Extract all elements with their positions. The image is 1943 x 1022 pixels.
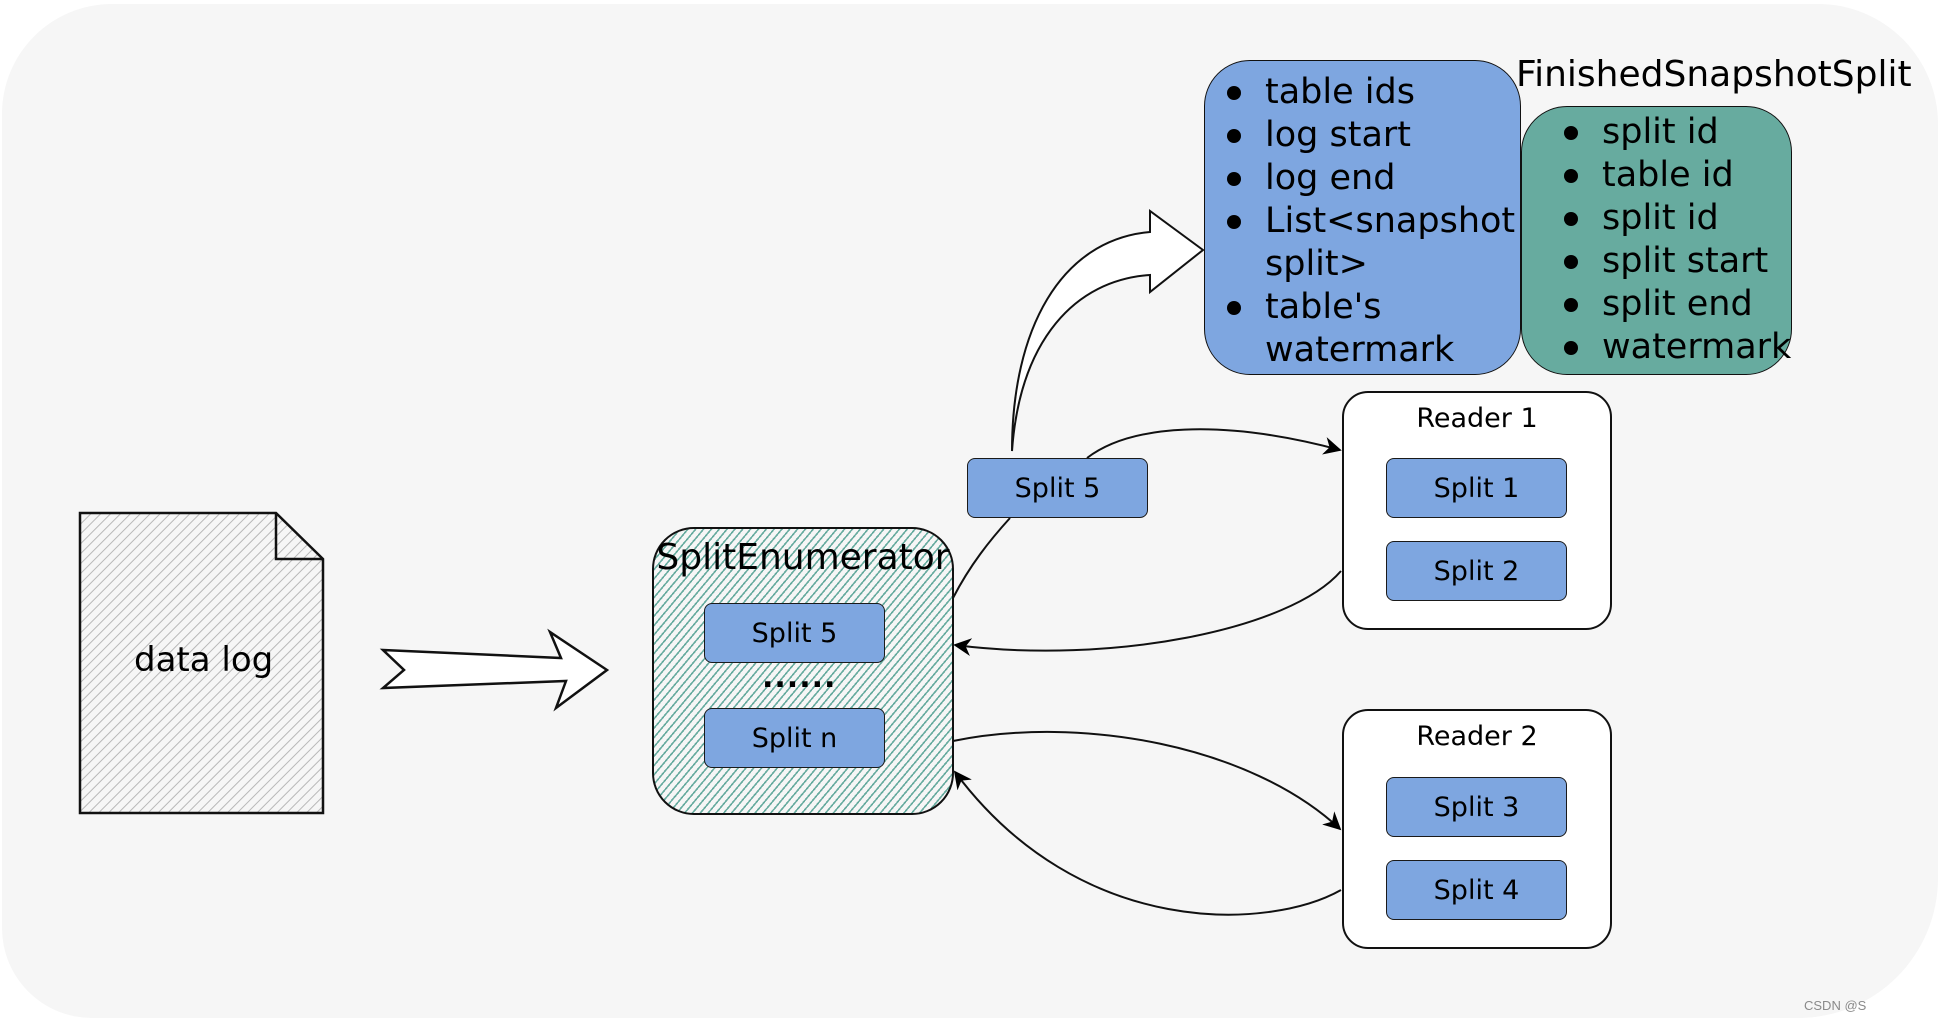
- field-item: log end: [1205, 157, 1505, 200]
- field-item: table's watermark: [1205, 286, 1505, 372]
- reader2-split-4[interactable]: Split 4: [1386, 860, 1567, 920]
- finished-snapshot-split-box[interactable]: split id table id split id split start s…: [1521, 106, 1792, 375]
- split-label: Split 5: [1014, 472, 1101, 504]
- enumerator-split-n[interactable]: Split n: [704, 708, 885, 768]
- field-item: split start: [1542, 240, 1802, 283]
- field-item: watermark: [1542, 326, 1802, 369]
- split-label: Split n: [751, 722, 838, 754]
- arrow-enumerator-to-reader2: [952, 730, 1342, 831]
- finished-snapshot-split-title: FinishedSnapshotSplit: [1516, 54, 1912, 95]
- arrow-reader1-to-enumerator: [953, 570, 1342, 656]
- stream-split-box[interactable]: table ids log start log end List<snapsho…: [1204, 60, 1521, 375]
- reader-title: Reader 1: [1416, 403, 1538, 434]
- stream-split-field-list: table ids log start log end List<snapsho…: [1205, 71, 1515, 372]
- field-item: table id: [1542, 154, 1802, 197]
- curved-arrow-to-stream-split: [1011, 209, 1205, 452]
- reader1-split-1[interactable]: Split 1: [1386, 458, 1567, 518]
- enumerator-split-5[interactable]: Split 5: [704, 603, 885, 663]
- data-log-label: data log: [134, 640, 274, 680]
- split-enumerator-title: SplitEnumerator: [656, 537, 950, 578]
- finished-field-list: split id table id split id split start s…: [1542, 111, 1802, 369]
- split-label: Split 5: [751, 617, 838, 649]
- document-fold-corner: [274, 513, 323, 561]
- field-item: log start: [1205, 114, 1505, 157]
- arrow-split5-to-reader1: [1086, 428, 1342, 459]
- split-label: Split 4: [1433, 874, 1520, 906]
- field-item: split id: [1542, 197, 1802, 240]
- floating-split-5[interactable]: Split 5: [967, 458, 1148, 518]
- field-item: split id: [1542, 111, 1802, 154]
- reader1-split-2[interactable]: Split 2: [1386, 541, 1567, 601]
- flow-arrow-to-enumerator: [379, 628, 610, 712]
- field-item: table ids: [1205, 71, 1505, 114]
- reader-title: Reader 2: [1416, 721, 1538, 752]
- split-label: Split 1: [1433, 472, 1520, 504]
- data-log-document-icon: [78, 511, 325, 815]
- csdn-watermark: CSDN @S: [1804, 998, 1867, 1013]
- field-item: split end: [1542, 283, 1802, 326]
- split-label: Split 2: [1433, 555, 1520, 587]
- line-enumerator-to-split5: [952, 517, 1011, 599]
- field-item: List<snapshot split>: [1205, 200, 1515, 286]
- split-label: Split 3: [1433, 791, 1520, 823]
- enumerator-ellipsis: ......: [762, 660, 837, 695]
- reader2-split-3[interactable]: Split 3: [1386, 777, 1567, 837]
- arrow-reader2-to-enumerator: [953, 770, 1342, 916]
